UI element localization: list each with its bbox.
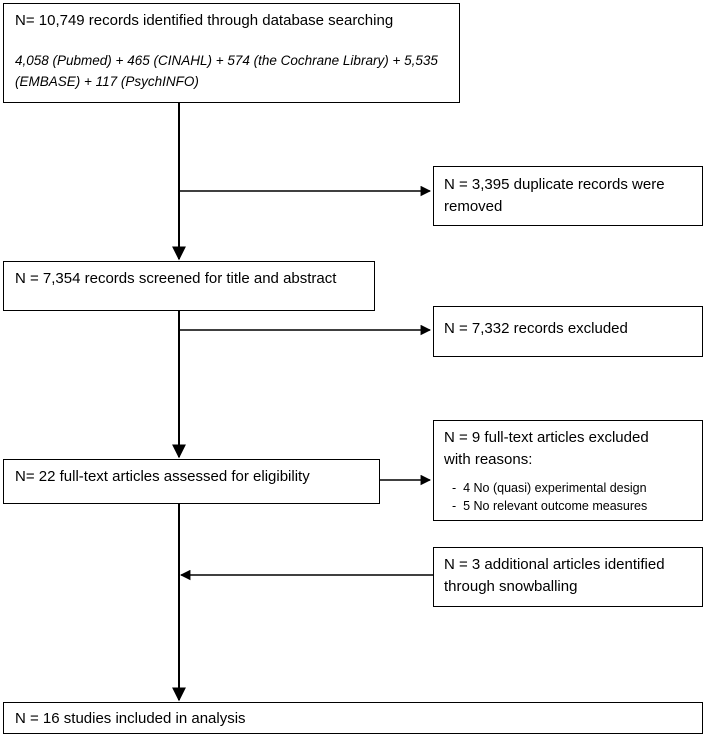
excluded-fulltext-box: N = 9 full-text articles excluded with r…	[433, 420, 703, 521]
excluded-reason-text: 4 No (quasi) experimental design	[463, 481, 647, 495]
duplicates-line1: N = 3,395 duplicate records were	[444, 176, 665, 193]
included-box: N = 16 studies included in analysis	[3, 702, 703, 734]
identification-sources-line2: (EMBASE) + 117 (PsychINFO)	[15, 74, 199, 89]
identification-sources-line1: 4,058 (Pubmed) + 465 (CINAHL) + 574 (the…	[15, 53, 438, 68]
included-text: N = 16 studies included in analysis	[15, 710, 246, 727]
excluded-fulltext-line2: with reasons:	[444, 451, 533, 468]
screened-box: N = 7,354 records screened for title and…	[3, 261, 375, 311]
snowballing-line2: through snowballing	[444, 578, 578, 595]
excluded-reason-text: 5 No relevant outcome measures	[463, 499, 648, 513]
excluded-screening-box: N = 7,332 records excluded	[433, 306, 703, 357]
excluded-screening-text: N = 7,332 records excluded	[444, 320, 628, 337]
eligibility-text: N= 22 full-text articles assessed for el…	[15, 468, 310, 485]
excluded-fulltext-line1: N = 9 full-text articles excluded	[444, 429, 649, 446]
identification-box: N= 10,749 records identified through dat…	[3, 3, 460, 103]
duplicates-box: N = 3,395 duplicate records were removed	[433, 166, 703, 226]
excluded-reason-item: - 4 No (quasi) experimental design	[452, 479, 647, 497]
snowballing-box: N = 3 additional articles identified thr…	[433, 547, 703, 607]
eligibility-box: N= 22 full-text articles assessed for el…	[3, 459, 380, 504]
bullet-dash: -	[452, 499, 464, 513]
identification-title: N= 10,749 records identified through dat…	[15, 12, 394, 29]
screened-text: N = 7,354 records screened for title and…	[15, 270, 337, 287]
snowballing-line1: N = 3 additional articles identified	[444, 556, 665, 573]
excluded-reason-item: - 5 No relevant outcome measures	[452, 497, 647, 515]
bullet-dash: -	[452, 481, 464, 495]
duplicates-line2: removed	[444, 198, 503, 215]
